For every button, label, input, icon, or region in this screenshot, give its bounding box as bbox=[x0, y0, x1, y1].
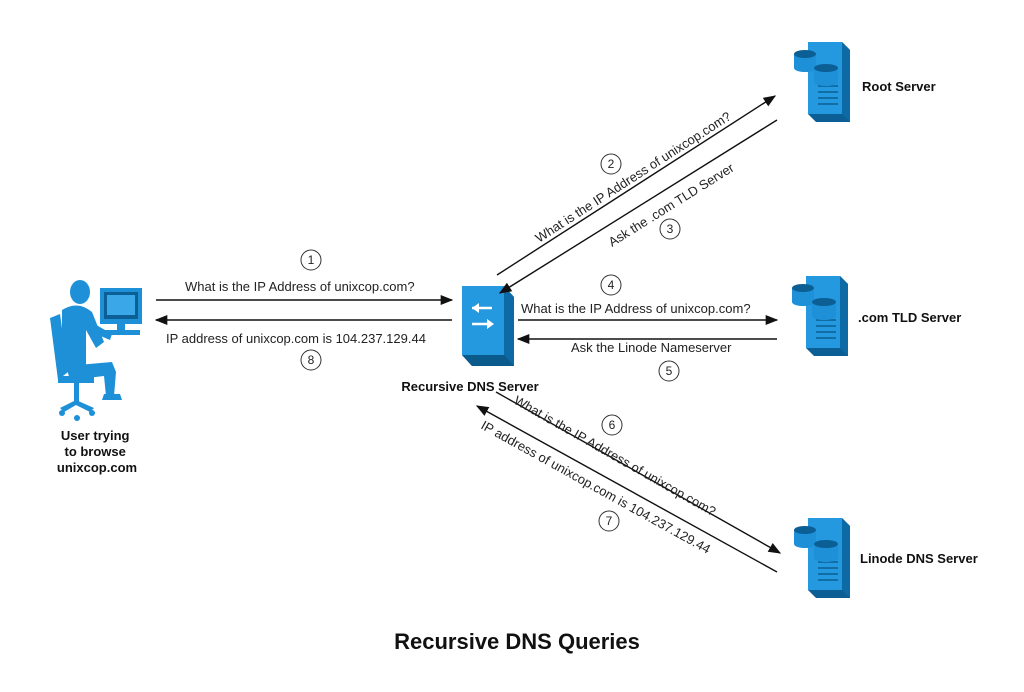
step-badge: 5 bbox=[658, 360, 680, 382]
root-server-label: Root Server bbox=[862, 79, 936, 94]
step-8-label: IP address of unixcop.com is 104.237.129… bbox=[166, 331, 426, 346]
arrow-step-3 bbox=[498, 119, 778, 294]
diagram-title: Recursive DNS Queries bbox=[394, 629, 640, 654]
step-badge: 6 bbox=[601, 414, 623, 436]
tld-server-label: .com TLD Server bbox=[858, 310, 961, 325]
step-number: 1 bbox=[308, 253, 315, 267]
server-icon bbox=[794, 42, 850, 122]
step-badge: 4 bbox=[600, 274, 622, 296]
step-badge: 8 bbox=[300, 349, 322, 371]
step-number: 6 bbox=[609, 418, 616, 432]
user-at-computer-icon bbox=[50, 280, 142, 421]
step-number: 4 bbox=[608, 278, 615, 292]
step-number: 5 bbox=[666, 364, 673, 378]
user-label: User trying to browse unixcop.com bbox=[57, 428, 137, 475]
resolver-label: Recursive DNS Server bbox=[401, 379, 538, 394]
server-icon bbox=[794, 518, 850, 598]
arrow-step-6 bbox=[495, 391, 782, 554]
linode-server-label: Linode DNS Server bbox=[860, 551, 978, 566]
switch-icon bbox=[462, 286, 514, 366]
step-number: 3 bbox=[667, 222, 674, 236]
step-4-label: What is the IP Address of unixcop.com? bbox=[521, 301, 751, 316]
step-number: 8 bbox=[308, 353, 315, 367]
step-badge: 1 bbox=[300, 249, 322, 271]
step-badge: 3 bbox=[659, 218, 681, 240]
user-label-line: unixcop.com bbox=[57, 460, 137, 475]
step-5-label: Ask the Linode Nameserver bbox=[571, 340, 732, 355]
step-1-label: What is the IP Address of unixcop.com? bbox=[185, 279, 415, 294]
server-icon bbox=[792, 276, 848, 356]
step-badge: 7 bbox=[598, 510, 620, 532]
user-label-line: User trying bbox=[61, 428, 130, 443]
arrow-step-2 bbox=[496, 95, 777, 276]
user-label-line: to browse bbox=[64, 444, 125, 459]
step-number: 2 bbox=[608, 157, 615, 171]
step-number: 7 bbox=[606, 514, 613, 528]
arrow-step-7 bbox=[475, 405, 778, 573]
step-badge: 2 bbox=[600, 153, 622, 175]
